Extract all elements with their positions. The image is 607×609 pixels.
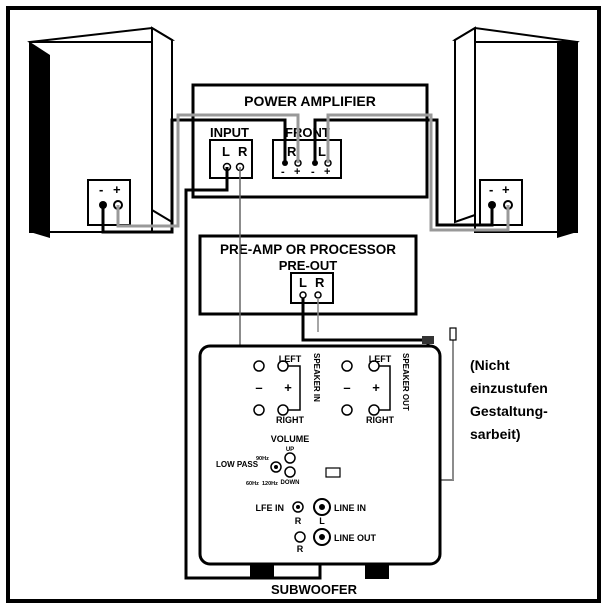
amp-front-r-plus-label: + [294,166,300,178]
right-speaker-plus-label: + [502,182,510,197]
amp-front-l-label: L [318,144,326,159]
preamp-r-jack[interactable] [314,291,322,299]
note-line-3: Gestaltung- [470,403,548,419]
line-out-l-jack-center [319,534,325,540]
speaker-out-minus-label: – [343,380,350,395]
right-speaker-cable [313,113,510,232]
note-line-2: einzustufen [470,380,548,396]
amp-input-label: INPUT [210,125,249,140]
amp-front-r-label: R [287,144,297,159]
volume-label: VOLUME [271,434,310,444]
note-line-1: (Nicht [470,357,510,373]
volume-up-label: UP [286,447,294,453]
subwoofer-box [198,344,442,566]
low-pass-knob-center [274,465,278,469]
amp-input-l-label: L [222,144,230,159]
speaker-in-left-label: LEFT [279,354,302,364]
right-speaker-minus-label: - [489,182,493,197]
line-out-r-label: R [297,544,304,554]
preamp-preout-panel [290,272,334,304]
preamp-r-label: R [315,275,325,290]
amp-front-l-plus-label: + [324,166,330,178]
preamp-l-jack[interactable] [299,291,307,299]
sub-line-out-cable [184,167,322,580]
power-amplifier-title: POWER AMPLIFIER [244,93,376,109]
speaker-out-left-label: LEFT [369,354,392,364]
subwoofer-foot-right [365,564,389,579]
preamp-l-label: L [299,275,307,290]
subwoofer-title: SUBWOOFER [271,582,358,597]
speaker-out-block [341,360,391,416]
line-in-l-label: L [319,516,325,526]
line-in-r-label: R [295,516,302,526]
speaker-out-label: SPEAKER OUT [401,353,410,411]
volume-down-button[interactable] [284,466,296,478]
subwoofer-foot-left [250,564,274,579]
volume-up-button[interactable] [284,452,296,464]
left-speaker [27,26,176,238]
low-pass-label: LOW PASS [216,460,259,469]
line-in-label: LINE IN [334,503,366,513]
phase-switch[interactable] [325,467,341,478]
low-pass-120hz-label: 120Hz [262,481,278,487]
preamp-preout-label: PRE-OUT [279,258,338,273]
preamp-plug [422,336,434,344]
amp-front-l-minus-label: - [311,166,315,178]
speaker-in-minus-label: – [255,380,262,395]
speaker-in-label: SPEAKER IN [312,353,321,402]
outer-frame [6,6,601,603]
low-pass-90hz-label: 90Hz [256,456,269,462]
line-in-l-jack-center [319,504,325,510]
speaker-out-right-label: RIGHT [366,415,395,425]
left-speaker-plus-label: + [113,182,121,197]
right-speaker [452,26,580,238]
note-line-4: sarbeit) [470,426,521,442]
left-speaker-minus-label: - [99,182,103,197]
line-in-r-jack[interactable] [296,505,300,509]
left-speaker-cable [101,113,300,234]
speaker-out-plus-label: + [372,380,380,395]
speaker-in-block [253,360,301,416]
amp-input-panel [209,139,253,179]
amp-input-r-label: R [238,144,248,159]
line-out-label: LINE OUT [334,533,377,543]
spare-plug [449,327,457,341]
amp-front-r-minus-label: - [281,166,285,178]
speaker-in-right-label: RIGHT [276,415,305,425]
lfe-in-label: LFE IN [256,503,285,513]
amp-front-label: FRONT [285,125,330,140]
preamp-title: PRE-AMP OR PROCESSOR [220,242,396,257]
speaker-in-plus-label: + [284,380,292,395]
line-out-r-jack[interactable] [294,531,306,543]
volume-down-label: DOWN [281,480,300,486]
low-pass-60hz-label: 60Hz [246,481,259,487]
